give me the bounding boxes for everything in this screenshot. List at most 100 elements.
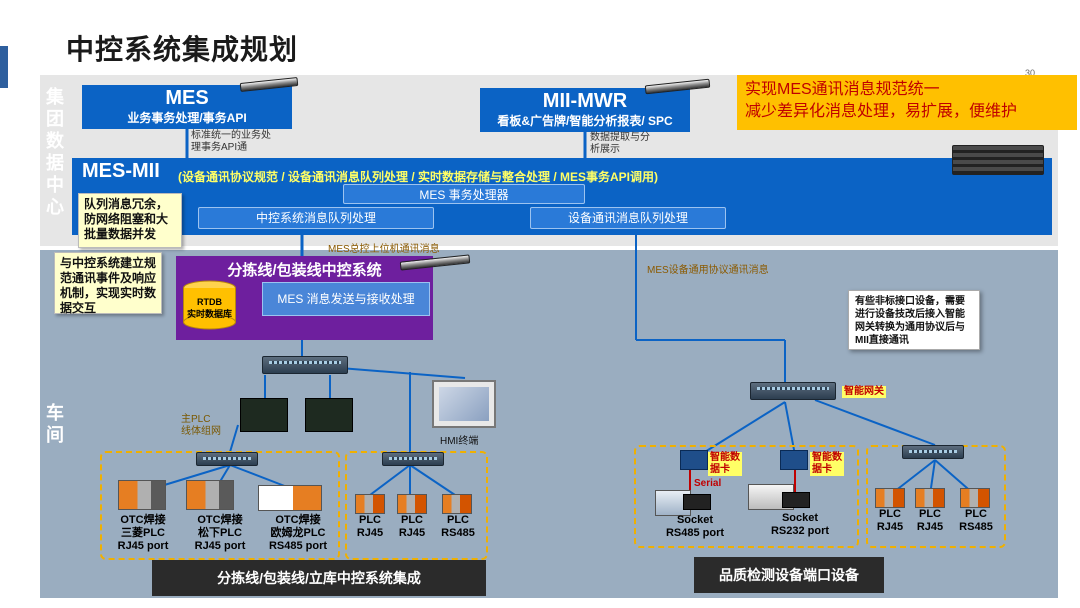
otc-welder-icon	[186, 480, 234, 510]
plc-line: RS485	[441, 527, 475, 539]
mii-mwr-title: MII-MWR	[542, 90, 628, 112]
socket-group	[634, 445, 859, 548]
gateway-switch-icon	[750, 382, 836, 400]
mes-note: 标准统一的业务处理事务API通	[191, 130, 271, 153]
device-queue-box: 设备通讯消息队列处理	[530, 207, 726, 229]
main-plc-line: 线体组网	[181, 426, 221, 437]
otc-line: 欧姆龙PLC	[270, 527, 326, 539]
plc-line: RS485	[959, 521, 993, 533]
mes-msg-box: MES 消息发送与接收处理	[262, 282, 430, 316]
socket-label-2: Socket RS232 port	[760, 512, 840, 538]
mes-title: MES	[165, 87, 209, 109]
plc-icon	[875, 488, 905, 508]
zone-char: 车	[46, 403, 64, 423]
smart-card-icon	[680, 450, 708, 470]
plc-icon	[442, 494, 472, 514]
socket-label-1: Socket RS485 port	[655, 514, 735, 540]
hmi-screen	[439, 387, 489, 421]
otc-line: RS485 port	[268, 540, 328, 552]
plc-label: PLC RS485	[954, 508, 998, 534]
plc-line: PLC	[879, 508, 901, 520]
zone-char: 中	[46, 175, 64, 195]
mes-mii-subtitle: (设备通讯协议规范 / 设备通讯消息队列处理 / 实时数据存储与整合处理 / M…	[178, 170, 659, 184]
rtdb-label: RTDB 实时数据库	[182, 296, 237, 320]
hmi-label: HMI终端	[440, 436, 479, 447]
plc-label: PLC RJ45	[392, 514, 432, 540]
central-queue-box: 中控系统消息队列处理	[198, 207, 434, 229]
plc-line: RJ45	[916, 521, 944, 533]
plc-line: RJ45	[876, 521, 904, 533]
mes-txn-processor: MES 事务处理器	[343, 184, 585, 204]
serial-label: Serial	[694, 478, 722, 489]
goal-line-2: 减少差异化消息处理，易扩展，便维护	[745, 103, 1018, 120]
mii-note: 数据提取与分析展示	[590, 132, 650, 155]
plc-line: PLC	[965, 508, 987, 520]
plc-label: PLC RJ45	[350, 514, 390, 540]
plc-icon	[355, 494, 385, 514]
nonstandard-note: 有些非标接口设备，需要进行设备技改后接入智能网关转换为通用协议后与MII直接通讯	[848, 290, 980, 350]
otc-line: 三菱PLC	[121, 527, 165, 539]
rtdb-line: 实时数据库	[186, 309, 232, 319]
otc-line: RJ45 port	[117, 540, 169, 552]
plc-icon	[915, 488, 945, 508]
queue-note: 队列消息冗余，防网络阻塞和大批量数据并发	[78, 193, 182, 248]
mes-device-label: MES设备通用协议通讯消息	[647, 265, 769, 276]
switch-icon	[262, 356, 348, 374]
plc-line: PLC	[359, 514, 381, 526]
mes-box: MES 业务事务处理/事务API	[82, 85, 292, 129]
socket-line: RS232 port	[770, 525, 830, 537]
smart-card-line: 智能数	[710, 452, 740, 463]
smart-gateway-label: 智能网关	[842, 386, 886, 398]
otc-line: OTC焊接	[275, 514, 321, 526]
otc-line: OTC焊接	[197, 514, 243, 526]
smart-card-line: 智能数	[812, 452, 842, 463]
smart-card-line: 据卡	[812, 464, 832, 475]
rtdb-line: RTDB	[197, 297, 222, 307]
plc-line: PLC	[401, 514, 423, 526]
mes-bus-label: MES总控上位机通讯消息	[328, 244, 440, 255]
mes-subtitle: 业务事务处理/事务API	[127, 111, 247, 125]
mii-mwr-subtitle: 看板&广告牌/智能分析报表/ SPC	[497, 114, 673, 128]
plc-label: PLC RS485	[436, 514, 480, 540]
zone-char: 心	[46, 197, 64, 217]
goal-note: 实现MES通讯消息规范统一 减少差异化消息处理，易扩展，便维护	[737, 75, 1077, 130]
hmi-terminal-icon	[432, 380, 496, 428]
smart-card-label: 智能数 据卡	[708, 452, 742, 476]
mii-mwr-box: MII-MWR 看板&广告牌/智能分析报表/ SPC	[480, 88, 690, 132]
smart-card-icon	[780, 450, 808, 470]
converter-icon	[683, 494, 711, 510]
otc-line: OTC焊接	[120, 514, 166, 526]
goal-line-1: 实现MES通讯消息规范统一	[745, 81, 940, 98]
otc-label-1: OTC焊接 三菱PLC RJ45 port	[108, 514, 178, 553]
mes-mii-title: MES-MII	[82, 160, 160, 182]
main-plc-line: 主PLC	[181, 414, 211, 425]
workshop-label: 车 间	[44, 402, 66, 446]
main-plc-icon	[305, 398, 353, 432]
switch-icon	[902, 445, 964, 459]
socket-line: Socket	[781, 512, 819, 524]
zone-char: 团	[46, 109, 64, 129]
page-title: 中控系统集成规划	[66, 34, 299, 65]
plc-label: PLC RJ45	[910, 508, 950, 534]
footer-right: 品质检测设备端口设备	[694, 557, 884, 593]
socket-line: RS485 port	[665, 527, 725, 539]
zone-char: 据	[46, 153, 64, 173]
switch-icon	[196, 452, 258, 466]
smart-card-label: 智能数 据卡	[810, 452, 844, 476]
database-icon	[183, 280, 236, 330]
rack-server-icon	[952, 145, 1044, 175]
otc-welder-icon	[118, 480, 166, 510]
plc-line: PLC	[447, 514, 469, 526]
plc-line: PLC	[919, 508, 941, 520]
converter-icon	[782, 492, 810, 508]
otc-welder-icon	[258, 485, 322, 511]
plc-line: RJ45	[356, 527, 384, 539]
otc-line: RJ45 port	[194, 540, 246, 552]
plc-icon	[960, 488, 990, 508]
plc-line: RJ45	[398, 527, 426, 539]
otc-label-3: OTC焊接 欧姆龙PLC RS485 port	[258, 514, 338, 553]
zone-char: 间	[46, 425, 64, 445]
smart-card-line: 据卡	[710, 464, 730, 475]
page-number: 30	[1025, 68, 1036, 78]
sorting-system-title: 分拣线/包装线中控系统	[227, 262, 382, 279]
